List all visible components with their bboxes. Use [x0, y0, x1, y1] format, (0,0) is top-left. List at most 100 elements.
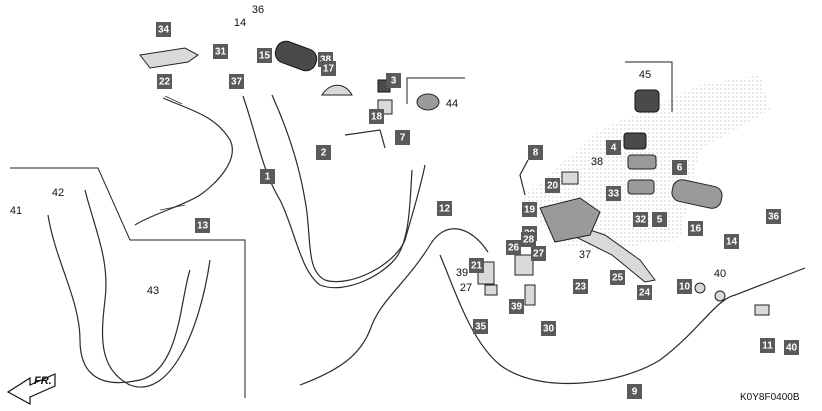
- switch-45: [634, 89, 660, 113]
- cable-42: [84, 189, 211, 388]
- callout-label: 27: [533, 249, 545, 260]
- callout-number-43: 43: [147, 285, 159, 297]
- callout-label: 32: [635, 215, 647, 226]
- cover-5: [627, 179, 655, 195]
- callout-box-32: 32: [633, 212, 648, 227]
- cable-13: [134, 97, 233, 226]
- callout-box-17: 17: [321, 61, 336, 76]
- callout-box-7: 7: [395, 130, 410, 145]
- callout-label: 28: [523, 235, 535, 246]
- left-grip-15: [274, 40, 318, 72]
- callout-box-16: 16: [688, 221, 703, 236]
- callout-box-13: 13: [195, 218, 210, 233]
- callout-box-20: 20: [545, 178, 560, 193]
- callout-box-4: 4: [606, 140, 621, 155]
- part-27: [484, 284, 498, 296]
- callout-label: 7: [400, 133, 406, 144]
- callout-label: 1: [265, 172, 271, 183]
- callout-box-9: 9: [627, 384, 642, 399]
- callout-box-36: 36: [766, 209, 781, 224]
- clutch-lever-22: [139, 47, 199, 69]
- callout-label: 13: [197, 221, 209, 232]
- callout-label: 22: [159, 77, 171, 88]
- callout-label: 21: [471, 261, 483, 272]
- callout-number-14: 14: [234, 17, 246, 29]
- callout-number-41: 41: [10, 205, 22, 217]
- callout-box-19: 19: [522, 202, 537, 217]
- callout-box-2: 2: [316, 145, 331, 160]
- callout-box-6: 6: [672, 160, 687, 175]
- callout-box-8: 8: [528, 145, 543, 160]
- callout-box-26: 26: [506, 240, 521, 255]
- part-20: [561, 171, 579, 185]
- callout-number-38: 38: [591, 156, 603, 168]
- callout-label: 5: [657, 215, 663, 226]
- cable-12: [299, 228, 489, 386]
- callout-number-36: 36: [252, 4, 264, 16]
- callout-number-42: 42: [52, 187, 64, 199]
- callout-box-22: 22: [157, 74, 172, 89]
- callout-label: 36: [768, 212, 780, 223]
- part-11: [754, 304, 770, 316]
- cable-1: [242, 95, 413, 289]
- callout-box-31: 31: [213, 44, 228, 59]
- fr-label: FR.: [34, 375, 52, 387]
- callout-label: 17: [323, 64, 335, 75]
- callout-box-5: 5: [652, 212, 667, 227]
- callout-box-15: 15: [257, 48, 272, 63]
- brake-lever-24: [571, 224, 656, 283]
- left-group-frame: [10, 167, 246, 398]
- callout-number-27: 27: [460, 282, 472, 294]
- callout-box-11: 11: [760, 338, 775, 353]
- callout-label: 34: [158, 25, 170, 36]
- callout-label: 38: [320, 55, 332, 66]
- callout-label: 12: [439, 204, 451, 215]
- callout-label: 37: [231, 77, 243, 88]
- item-45-frame: [625, 61, 673, 112]
- callout-label: 2: [321, 148, 327, 159]
- switch-4: [623, 132, 647, 150]
- cable-2: [271, 94, 426, 283]
- callout-label: 24: [639, 288, 651, 299]
- item-44-frame: [406, 77, 465, 104]
- nut-10: [694, 282, 706, 294]
- callout-number-40: 40: [714, 268, 726, 280]
- callout-label: 3: [391, 76, 397, 87]
- wire-7: [344, 129, 386, 149]
- diagram-code: K0Y8F0400B: [740, 392, 800, 403]
- callout-label: 33: [608, 189, 620, 200]
- callout-label: 40: [786, 343, 798, 354]
- callout-box-30: 30: [541, 321, 556, 336]
- rod-19: [519, 159, 529, 196]
- callout-label: 39: [511, 302, 523, 313]
- callout-label: 10: [679, 282, 691, 293]
- callout-box-10: 10: [677, 279, 692, 294]
- callout-box-33: 33: [606, 186, 621, 201]
- cover-6: [627, 154, 657, 170]
- callout-box-27: 27: [531, 246, 546, 261]
- callout-box-1: 1: [260, 169, 275, 184]
- callout-box-21: 21: [469, 258, 484, 273]
- callout-box-12: 12: [437, 201, 452, 216]
- callout-box-14: 14: [724, 234, 739, 249]
- cable-41: [47, 214, 191, 384]
- callout-number-44: 44: [446, 98, 458, 110]
- callout-box-24: 24: [637, 285, 652, 300]
- callout-label: 4: [611, 143, 617, 154]
- callout-label: 30: [543, 324, 555, 335]
- callout-label: 20: [547, 181, 559, 192]
- callout-box-39: 39: [509, 299, 524, 314]
- callout-number-37: 37: [579, 249, 591, 261]
- fr-arrow-icon: [6, 373, 56, 406]
- cable-13-end: [159, 95, 186, 211]
- callout-label: 18: [371, 112, 383, 123]
- callout-label: 25: [612, 273, 624, 284]
- callout-label: 16: [690, 224, 702, 235]
- callout-label: 11: [762, 341, 773, 352]
- spring-30: [524, 284, 536, 306]
- callout-number-39: 39: [456, 267, 468, 279]
- callout-box-40: 40: [784, 340, 799, 355]
- master-cylinder: [539, 197, 601, 243]
